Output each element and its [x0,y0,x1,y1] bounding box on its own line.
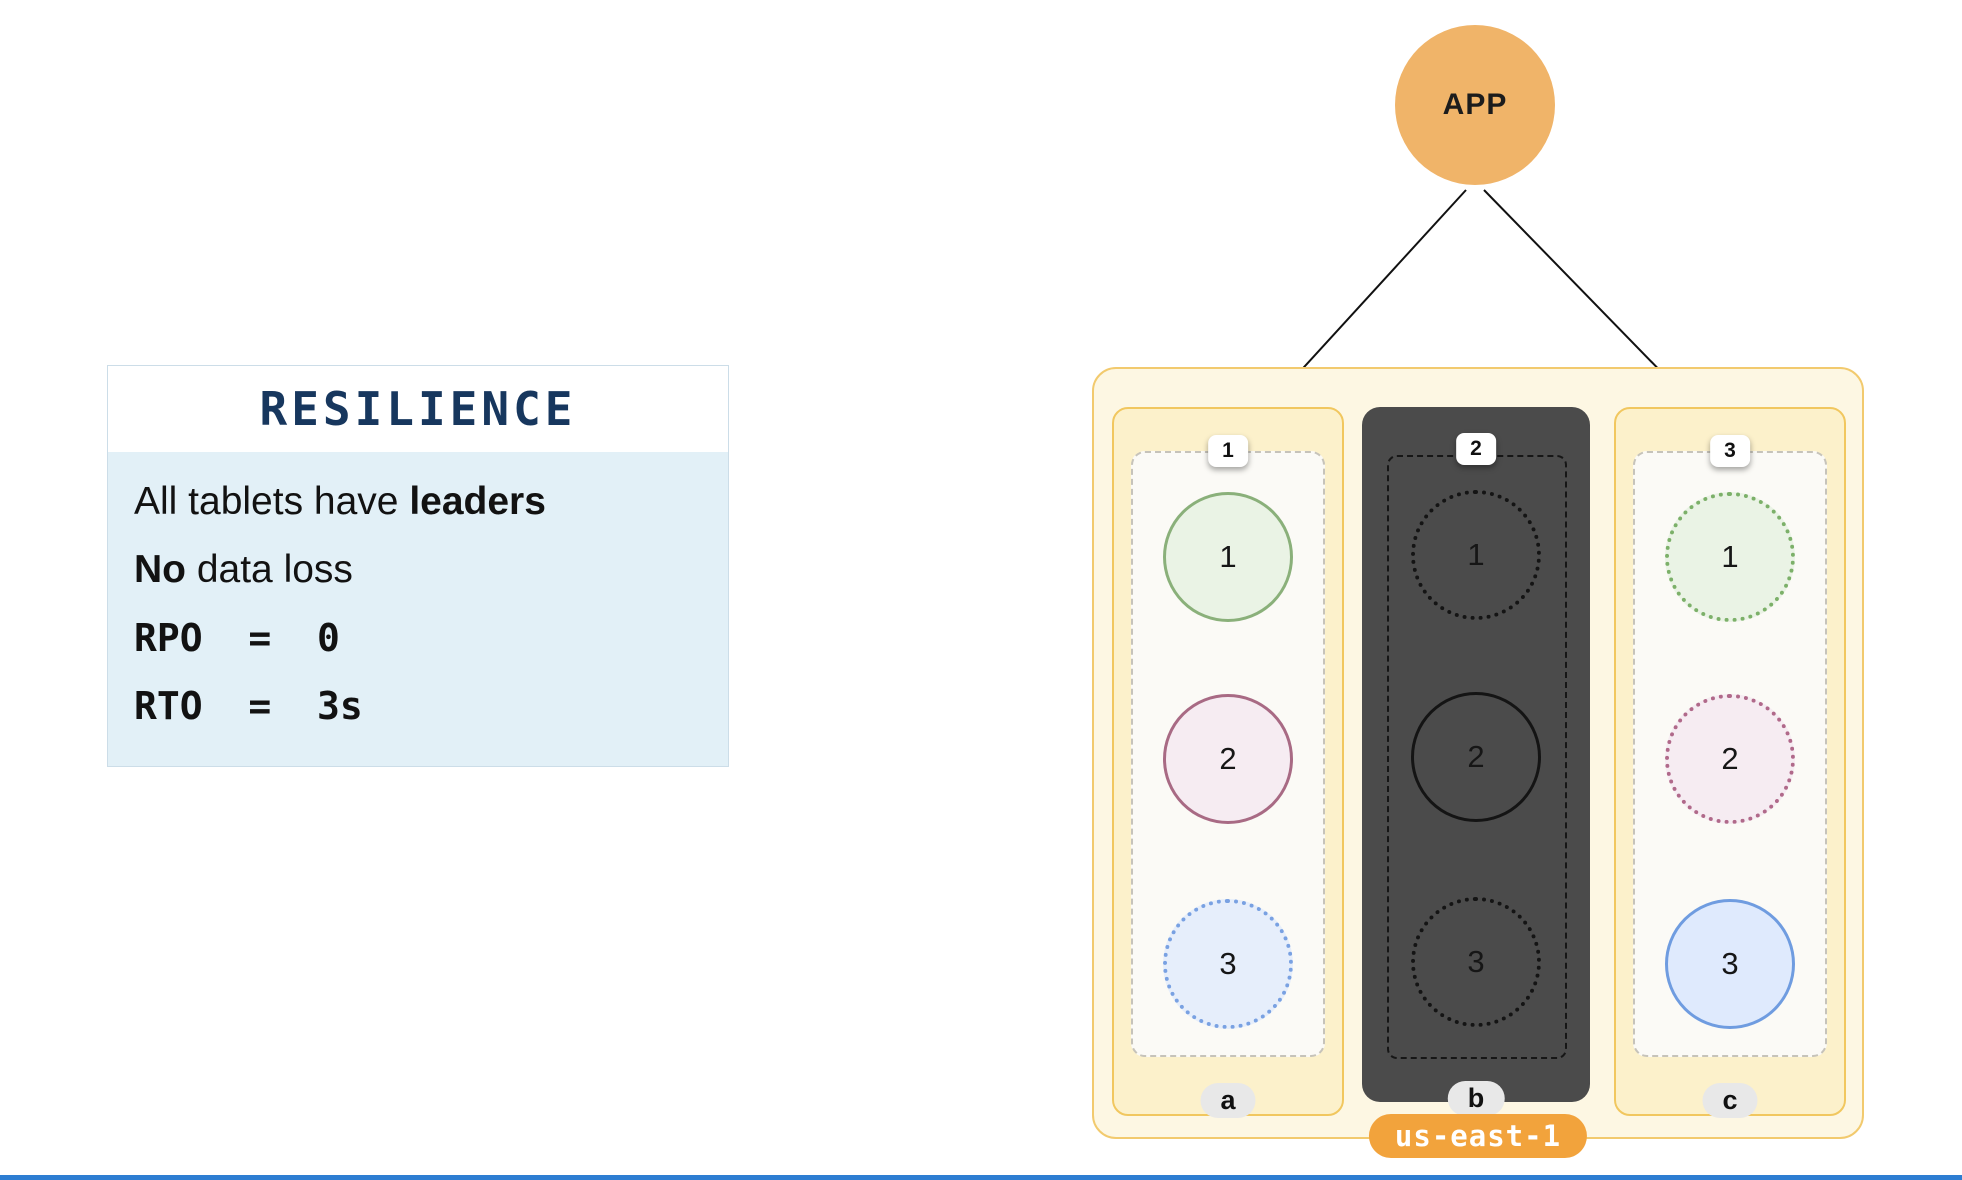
line-leaders-text: All tablets have [134,480,410,523]
zone-c-tablet-2: 2 [1665,694,1795,824]
zone-a: 1 1 2 3 a [1112,407,1344,1118]
zone-a-tablet-2: 2 [1163,694,1293,824]
resilience-line-rpo: RPO = 0 [134,616,340,660]
zone-b-badge: 2 [1456,433,1496,465]
resilience-line-rto: RTO = 3s [134,684,363,728]
zone-a-tablet-3: 3 [1163,899,1293,1029]
resilience-panel: RESILIENCE All tablets have leaders No d… [107,365,729,767]
zone-b-tablet-2: 2 [1411,692,1541,822]
line-dataloss-text: data loss [186,548,353,591]
region-label: us-east-1 [1368,1114,1588,1158]
zone-b-label: b [1447,1081,1505,1116]
resilience-line-dataloss: No data loss [134,536,702,604]
resilience-title: RESILIENCE [259,382,577,436]
bottom-accent-bar [0,1175,1962,1180]
line-leaders-bold: leaders [409,480,546,523]
app-label: APP [1442,88,1508,121]
zone-b-tablet-1: 1 [1411,490,1541,620]
zone-b: 2 1 2 3 b [1362,407,1590,1116]
zone-a-tablet-1: 1 [1163,492,1293,622]
zone-b-tablet-3: 3 [1411,897,1541,1027]
zone-c: 3 1 2 3 c [1614,407,1846,1118]
resilience-panel-body: All tablets have leaders No data loss RP… [108,452,728,766]
resilience-line-leaders: All tablets have leaders [134,468,702,536]
zone-a-label: a [1200,1083,1256,1118]
zone-c-tablet-1: 1 [1665,492,1795,622]
zone-a-badge: 1 [1208,435,1248,467]
line-dataloss-bold: No [134,548,186,591]
resilience-panel-header: RESILIENCE [108,366,728,452]
zone-c-label: c [1702,1083,1758,1118]
zone-c-tablet-3: 3 [1665,899,1795,1029]
region-us-east-1: 1 1 2 3 a 2 1 2 3 b 3 1 2 3 c us-east-1 [1092,367,1864,1158]
zone-c-badge: 3 [1710,435,1750,467]
app-node: APP [1395,25,1555,185]
